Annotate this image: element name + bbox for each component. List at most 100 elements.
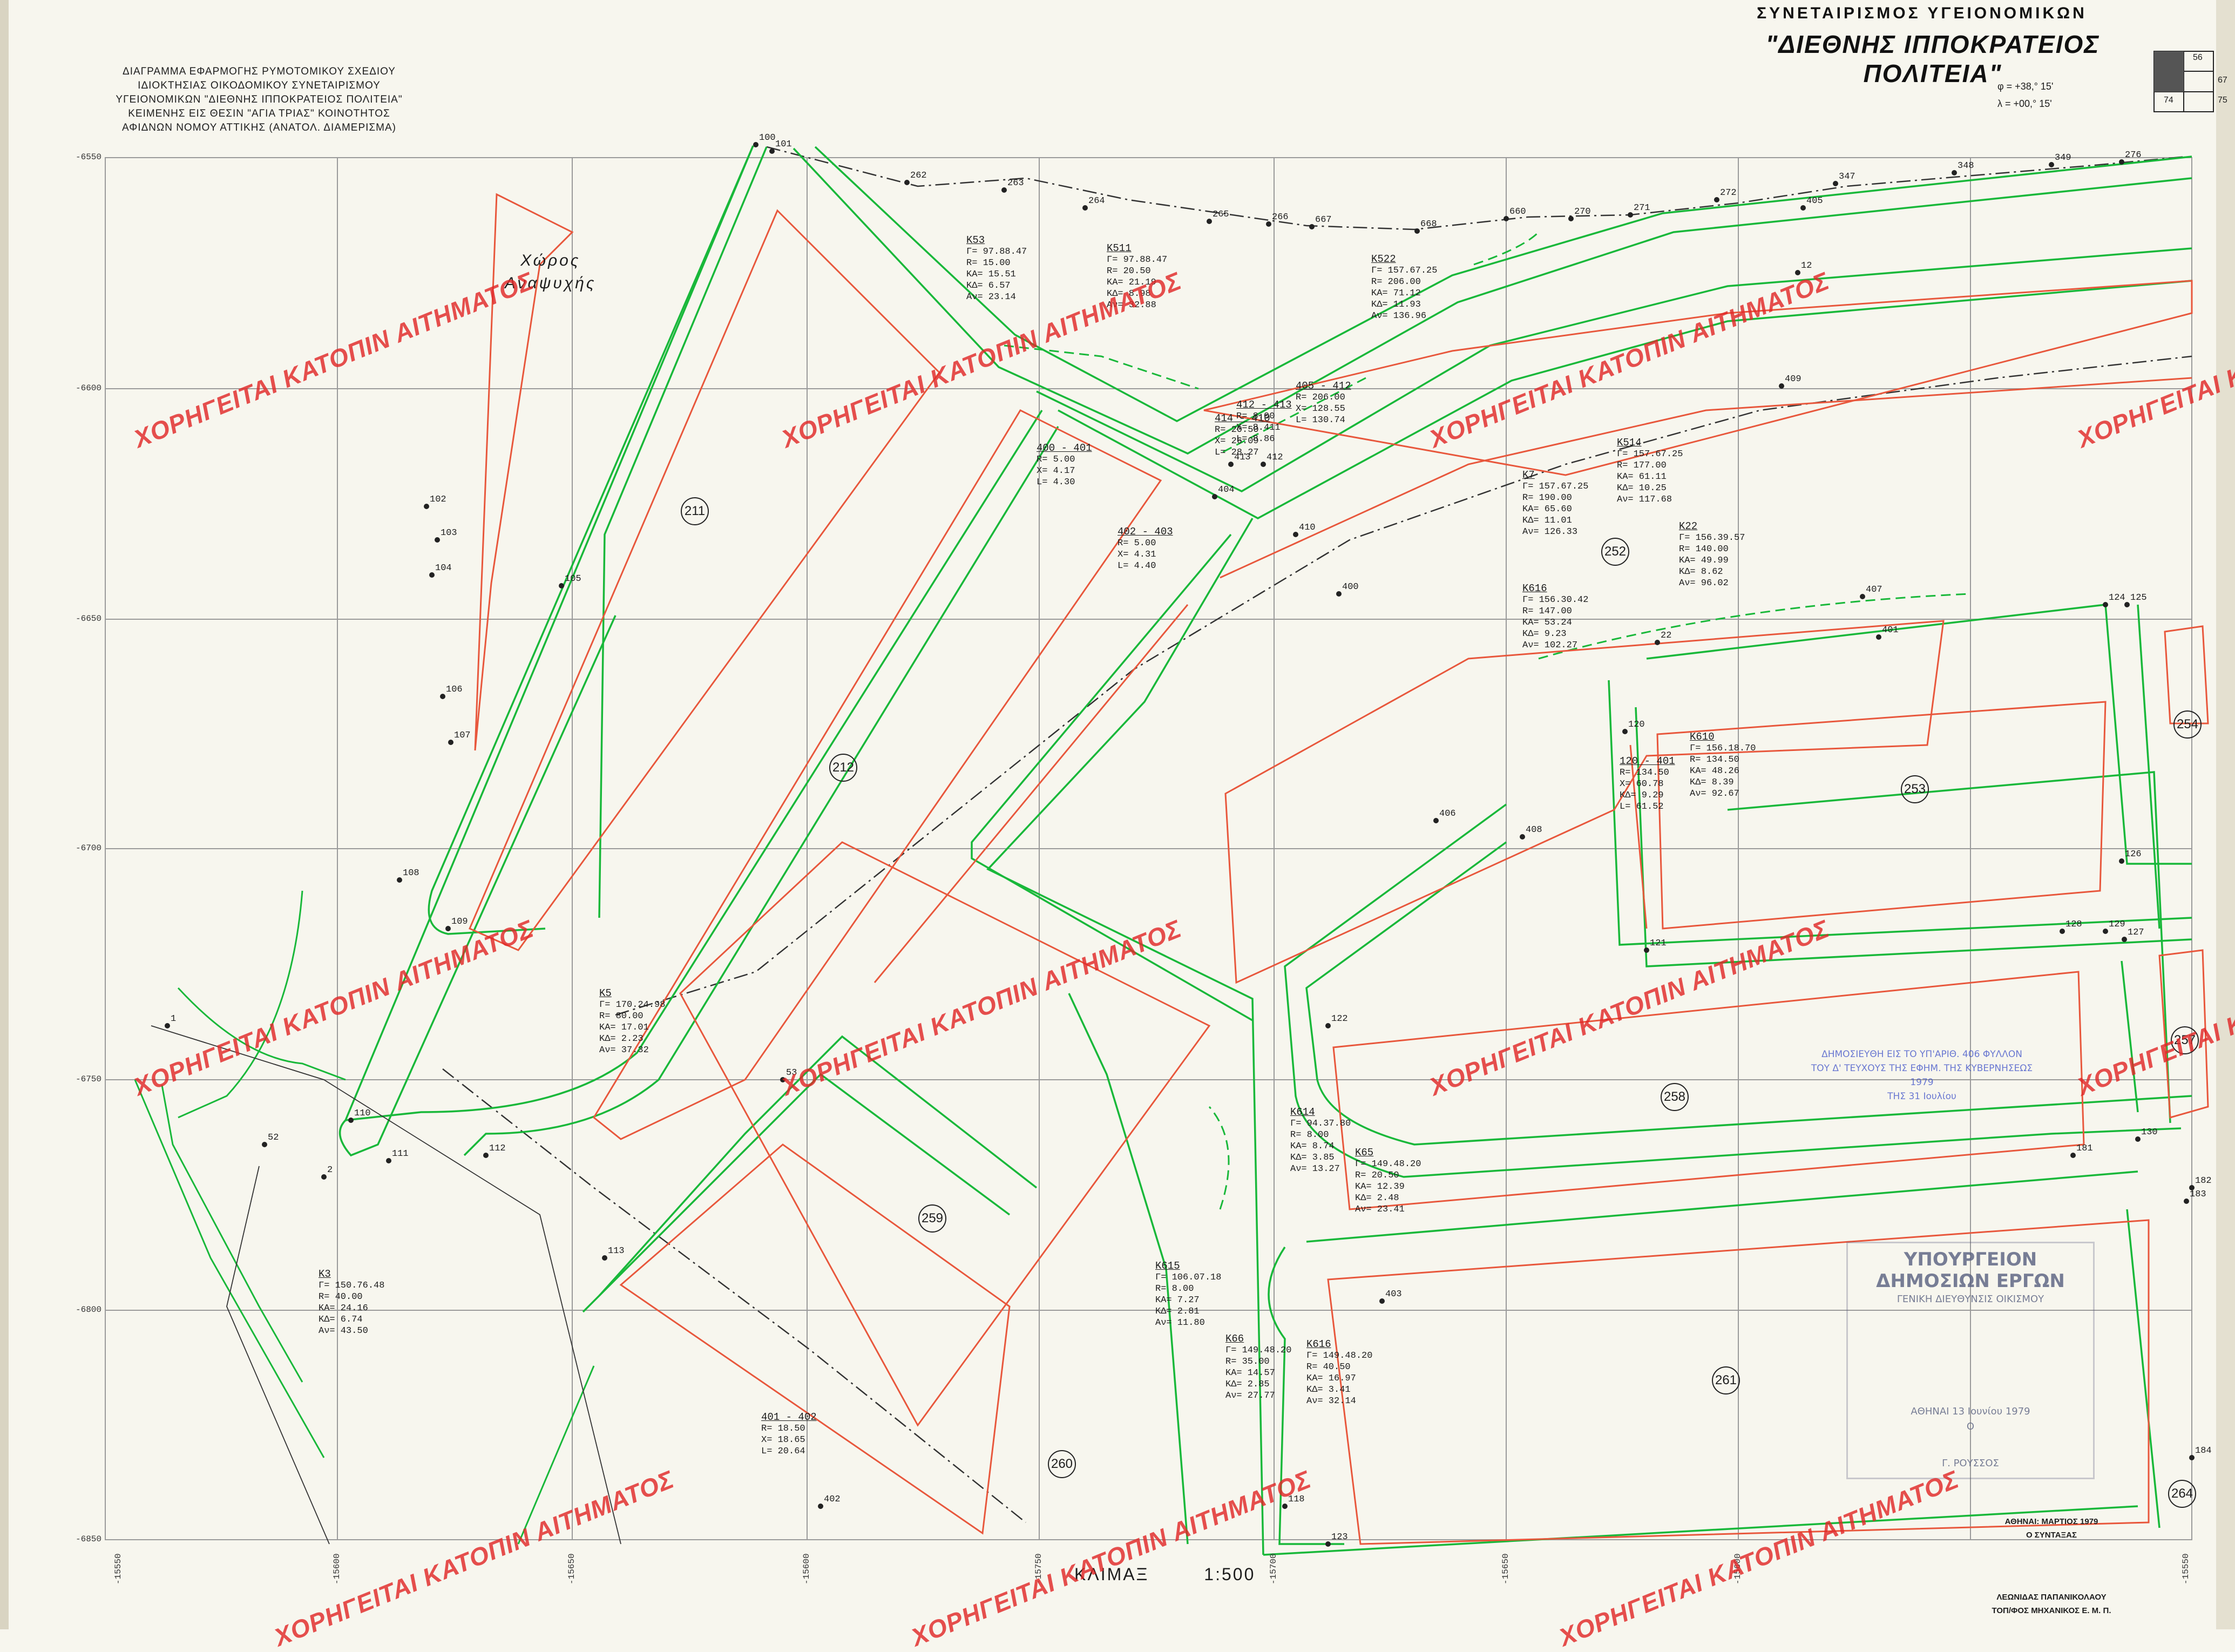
- curve-parameter: ΚΔ= 2.23: [599, 1034, 644, 1044]
- curve-parameter: ΚΑ= 65.60: [1522, 504, 1572, 514]
- curve-parameter: ΚΑ= 61.11: [1617, 472, 1667, 482]
- index-bot-right: 75: [2218, 96, 2227, 105]
- survey-point-label: 266: [1272, 212, 1289, 222]
- curve-name: Κ3: [319, 1268, 331, 1280]
- left-binding-edge: [0, 0, 9, 1629]
- curve-parameter: Αν= 13.27: [1290, 1164, 1340, 1174]
- survey-point-marker: [483, 1153, 489, 1158]
- survey-point-label: 128: [2065, 919, 2082, 930]
- curve-name: 402 - 403: [1118, 526, 1173, 538]
- survey-point-label: 270: [1574, 207, 1591, 217]
- curve-name: Κ511: [1107, 242, 1132, 254]
- curve-parameter: ΚΑ= 71.12: [1371, 288, 1421, 299]
- curve-parameter: X= 26.09: [1215, 436, 1259, 446]
- y-axis-tick-label: -6600: [76, 383, 102, 393]
- survey-point-marker: [1309, 224, 1315, 229]
- survey-point-label: 408: [1526, 825, 1542, 835]
- x-axis-tick-label: -15650: [567, 1553, 577, 1585]
- survey-point-marker: [559, 583, 564, 588]
- curve-parameter: Αν= 11.80: [1155, 1318, 1205, 1328]
- curve-parameter: R= 8.00: [1290, 1130, 1329, 1140]
- stamp-ministry-line: ΥΠΟΥΡΓΕΙΟΝ: [1904, 1249, 2037, 1270]
- survey-point-label: 413: [1234, 452, 1251, 463]
- curve-parameter: Αν= 92.67: [1690, 789, 1739, 799]
- longitude-label: λ = +00,° 15': [1997, 98, 2052, 109]
- survey-point-label: 272: [1720, 188, 1737, 198]
- curve-name: Κ610: [1690, 731, 1715, 743]
- publication-stamp: ΔΗΜΟΣΙΕΥΘΗ ΕΙΣ ΤΟ ΥΠ'ΑΡΙΘ. 406 ΦΥΛΛΟΝ ΤΟ…: [1803, 1047, 2041, 1103]
- survey-points: [165, 142, 2195, 1547]
- survey-point-label: 410: [1299, 523, 1316, 533]
- curve-parameter: R= 20.50: [1107, 266, 1151, 276]
- curve-parameter: X= 4.17: [1037, 466, 1075, 476]
- curve-parameter: ΚΑ= 12.39: [1355, 1182, 1405, 1192]
- stamp-ministry-line: ΓΕΝΙΚΗ ΔΙΕΥΘΥΝΣΙΣ ΟΙΚΙΣΜΟΥ: [1897, 1294, 2044, 1305]
- survey-point-marker: [397, 877, 402, 883]
- right-paper-edge: [2216, 0, 2235, 1629]
- survey-point-marker: [2124, 602, 2130, 607]
- lot-number: 261: [1712, 1366, 1740, 1394]
- survey-point-label: 122: [1331, 1014, 1348, 1024]
- survey-point-label: 184: [2195, 1446, 2212, 1456]
- survey-point-label: 262: [910, 171, 927, 181]
- lot-number: 258: [1661, 1083, 1689, 1111]
- curve-parameter: ΚΔ= 2.85: [1225, 1379, 1270, 1390]
- curve-parameter: Αν= 96.02: [1679, 578, 1729, 588]
- survey-point-marker: [2189, 1185, 2195, 1190]
- survey-point-label: 118: [1288, 1494, 1305, 1505]
- survey-point-label: 109: [451, 917, 468, 927]
- curve-name: Κ614: [1290, 1106, 1315, 1118]
- survey-point-marker: [1336, 591, 1342, 597]
- survey-point-label: 113: [608, 1246, 625, 1256]
- curve-name: Κ66: [1225, 1333, 1244, 1345]
- curve-parameter: Γ= 156.39.57: [1679, 533, 1745, 543]
- curve-name: Κ616: [1522, 583, 1547, 594]
- curve-parameter: Γ= 149.48.20: [1225, 1345, 1292, 1356]
- curve-parameter: ΚΔ= 8.98: [1107, 289, 1151, 299]
- survey-point-label: 404: [1218, 485, 1235, 495]
- author-title: ΤΟΠ/ΦΟΣ ΜΗΧΑΝΙΚΟΣ Ε. Μ. Π.: [1992, 1606, 2111, 1615]
- survey-point-label: 401: [1882, 625, 1899, 635]
- curve-parameter: X= 18.65: [761, 1435, 805, 1445]
- survey-point-marker: [2119, 858, 2124, 864]
- survey-point-label: 111: [392, 1149, 409, 1159]
- curve-parameter: R= 20.50: [1215, 425, 1259, 435]
- curve-parameter: ΚΑ= 7.27: [1155, 1295, 1200, 1305]
- curve-parameter: Γ= 170.24.98: [599, 1000, 666, 1010]
- y-axis-tick-label: -6650: [76, 614, 102, 624]
- curve-parameter: ΚΔ= 10.25: [1617, 483, 1667, 493]
- survey-point-label: 412: [1266, 452, 1283, 463]
- curve-parameter: ΚΑ= 21.19: [1107, 277, 1156, 288]
- curve-parameter: R= 147.00: [1522, 606, 1572, 617]
- scale-indicator: ΚΛΙΜΑΞ 1:500: [1074, 1565, 1255, 1585]
- curve-parameter: Αν= 117.68: [1617, 495, 1672, 505]
- survey-point-label: 124: [2109, 593, 2125, 603]
- curve-parameter: Γ= 97.88.47: [1107, 255, 1168, 265]
- curve-parameter: ΚΑ= 15.51: [966, 269, 1016, 280]
- survey-point-marker: [165, 1023, 170, 1028]
- curve-parameter: ΚΔ= 2.81: [1155, 1306, 1200, 1317]
- road-dashed-edges: [1004, 231, 1971, 1210]
- survey-point-label: 127: [2128, 927, 2144, 938]
- curve-name: Κ22: [1679, 520, 1698, 532]
- curve-name: Κ514: [1617, 437, 1642, 449]
- project-title: "ΔΙΕΘΝΗΣ ΙΠΠΟΚΡΑΤΕΙΟΣ ΠΟΛΙΤΕΙΑ": [1765, 30, 2100, 87]
- stamp-ministry-line: ΑΘΗΝΑΙ 13 Ιουνίου 1979: [1911, 1406, 2030, 1417]
- survey-point-label: 347: [1839, 172, 1855, 182]
- survey-point-label: 407: [1866, 585, 1882, 595]
- sheet-index-labels: 56 67 74 75: [2154, 51, 2227, 112]
- survey-point-marker: [1503, 216, 1509, 221]
- survey-point-marker: [753, 142, 758, 147]
- survey-point-marker: [1628, 212, 1633, 218]
- survey-point-label: 112: [489, 1143, 506, 1154]
- survey-point-marker: [1325, 1541, 1331, 1547]
- curve-parameter: R= 5.00: [1118, 538, 1156, 549]
